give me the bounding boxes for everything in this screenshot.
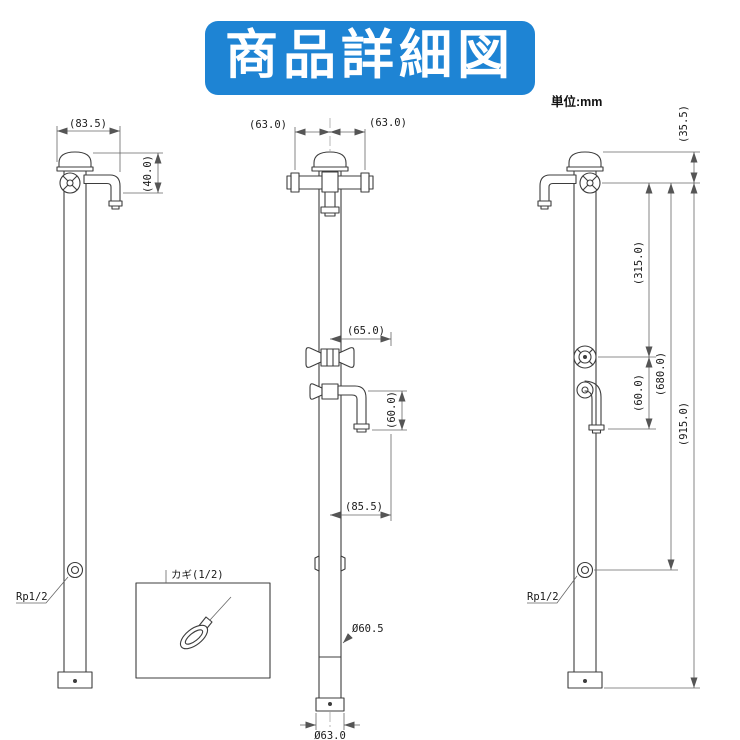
left-side-view: (83.5) (40.0) Rp1/2 [16, 118, 163, 689]
key-detail: カギ(1/2) [135, 569, 271, 679]
right-dimensions: (35.5) (915.0) (680.0) (315.0) (60.0) Rp… [527, 105, 700, 689]
left-handle-wheel [59, 172, 81, 194]
key-illustration [179, 596, 232, 650]
left-dim-depth-label: (83.5) [69, 118, 107, 130]
front-base-diameter-label: Ø63.0 [314, 730, 346, 740]
left-dim-spout-height-label: (40.0) [142, 155, 154, 193]
left-inlet-fitting [66, 561, 84, 579]
right-side-view: (35.5) (915.0) (680.0) (315.0) (60.0) Rp… [527, 105, 700, 689]
title-banner: 商品詳細図 [205, 21, 535, 95]
right-dim-total-height-label: (915.0) [678, 402, 690, 446]
unit-label: 単位:mm [551, 95, 603, 109]
right-down-spout [576, 380, 605, 434]
front-dim-lower-offset-label: (85.5) [345, 501, 383, 513]
right-inlet-size-label: Rp1/2 [527, 591, 559, 603]
right-dim-upper-span-label: (315.0) [633, 241, 645, 285]
front-upper-valve [305, 347, 355, 368]
right-inlet-fitting [576, 561, 594, 579]
right-column-body [566, 151, 604, 673]
left-column-body [56, 151, 94, 673]
front-dim-spout-drop-label: (60.0) [386, 391, 398, 429]
left-inlet-size-label: Rp1/2 [16, 591, 48, 603]
key-detail-label: カギ(1/2) [171, 569, 224, 581]
front-dim-top-left-label: (63.0) [249, 119, 287, 131]
right-base-plate [567, 671, 603, 689]
page-title: 商品詳細図 [225, 26, 515, 85]
front-view: (63.0) (63.0) (65.0) (60.0) (85.5) Ø60.5… [249, 117, 407, 740]
left-base-plate [57, 671, 93, 689]
front-dimensions: (63.0) (63.0) (65.0) (60.0) (85.5) Ø60.5… [249, 117, 407, 740]
right-dim-cap-offset-label: (35.5) [678, 105, 690, 143]
right-faucet-spout [537, 174, 577, 210]
right-dim-spout-drop-label: (60.0) [633, 374, 645, 412]
front-dim-mid-offset-label: (65.0) [347, 325, 385, 337]
left-dimensions: (83.5) (40.0) Rp1/2 [16, 118, 163, 604]
right-dim-inlet-span-label: (680.0) [655, 352, 667, 396]
front-column-body [311, 151, 349, 712]
front-dim-top-right-label: (63.0) [369, 117, 407, 129]
front-top-faucet [286, 171, 374, 217]
right-mid-handle [573, 345, 597, 369]
right-handle-wheel [579, 172, 601, 194]
front-lower-faucet [309, 383, 370, 433]
left-faucet-spout [83, 174, 123, 210]
front-pipe-diameter-label: Ø60.5 [352, 623, 384, 635]
